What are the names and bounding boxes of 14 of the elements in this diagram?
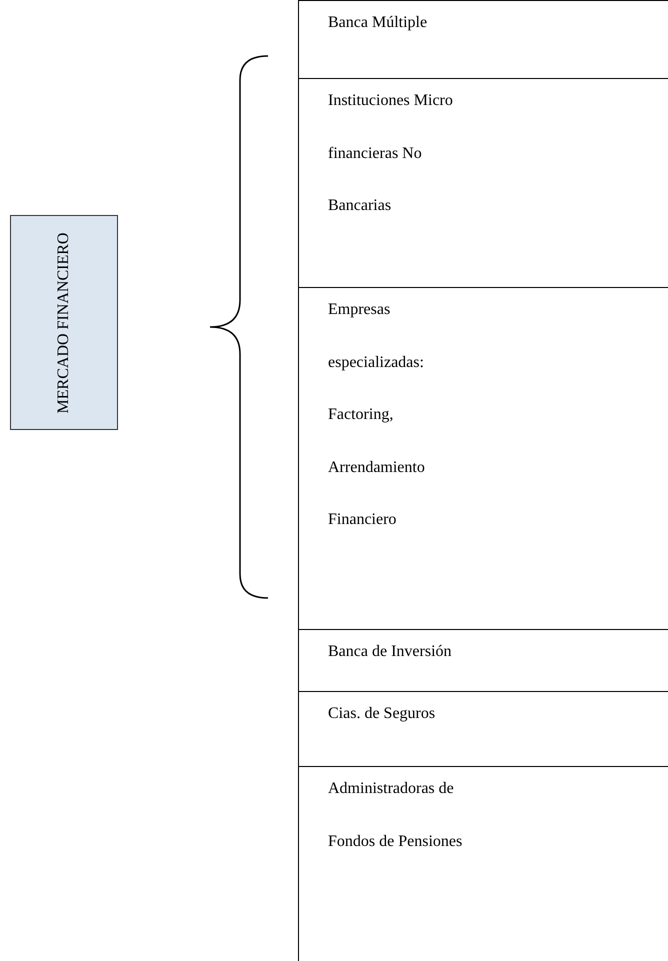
table-row <box>298 78 668 287</box>
table-row <box>298 629 668 691</box>
institution-label: Empresas especializadas: Factoring, Arrendamiento Financiero <box>328 300 426 530</box>
table-row <box>298 766 668 961</box>
institution-label: Banca Múltiple <box>328 13 428 33</box>
institution-label: Banca de Inversión <box>328 642 453 662</box>
institution-label: Cias. de Seguros <box>328 704 436 724</box>
institution-label: Administradoras de Fondos de Pensiones <box>328 779 464 852</box>
category-box <box>10 215 118 430</box>
institution-label: Instituciones Micro financieras No Bancarias <box>328 91 454 216</box>
table-row <box>298 287 668 629</box>
table-row <box>298 691 668 766</box>
category-label: MERCADO FINANCIERO <box>55 232 73 413</box>
table-row <box>298 0 668 78</box>
